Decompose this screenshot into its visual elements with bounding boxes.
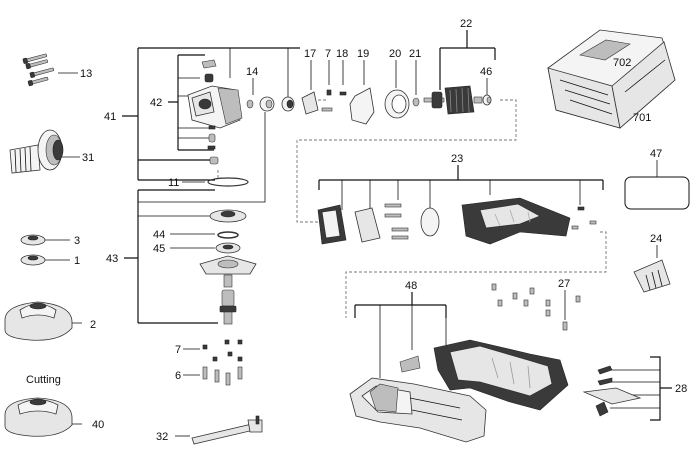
label-3: 3: [74, 235, 80, 247]
armature-22: [423, 85, 492, 115]
guard-2: [4, 301, 73, 341]
label-20: 20: [389, 48, 401, 60]
side-handle-31: [9, 129, 64, 174]
label-40: 40: [92, 419, 104, 431]
label-43: 43: [106, 253, 118, 265]
nameplate-47: [624, 176, 690, 210]
label-17: 17: [304, 48, 316, 60]
label-28: 28: [675, 383, 687, 395]
label-701: 701: [633, 112, 651, 124]
fan-baffle-19: [349, 87, 375, 125]
label-42: 42: [150, 97, 162, 109]
leader-lines: [45, 30, 672, 437]
label-18: 18: [336, 48, 348, 60]
label-45: 45: [153, 243, 165, 255]
label-27: 27: [558, 278, 570, 290]
label-32: 32: [156, 431, 168, 443]
switch-parts-28: [582, 365, 642, 417]
label-47: 47: [650, 148, 662, 160]
label-46: 46: [480, 66, 492, 78]
carry-case-701: [547, 29, 676, 129]
screws-13: [22, 53, 55, 87]
pins-and-screws-7-6: [202, 339, 243, 386]
label-24: 24: [650, 233, 662, 245]
label-1: 1: [74, 255, 80, 267]
label-13: 13: [80, 68, 92, 80]
bearing-14: [246, 96, 295, 112]
ring-20: [384, 89, 410, 119]
gear-assembly-43: [199, 209, 257, 325]
label-7-top: 7: [325, 48, 331, 60]
washer-21: [412, 97, 420, 107]
housing-group-23: [317, 197, 597, 245]
label-22: 22: [460, 18, 472, 30]
label-23: 23: [451, 153, 463, 165]
screws-27: [491, 283, 581, 331]
locking-nut-1: [20, 254, 46, 266]
label-21: 21: [409, 48, 421, 60]
label-41: 41: [104, 111, 116, 123]
label-31: 31: [82, 152, 94, 164]
label-6: 6: [175, 370, 181, 382]
label-2: 2: [90, 319, 96, 331]
label-48: 48: [405, 280, 417, 292]
cutting-guard-40: [4, 397, 73, 437]
flange-3: [20, 234, 46, 246]
o-ring-11: [207, 177, 249, 187]
callout-labels: 13 31 41 42 14 17 7 18 19 20 21 22 46 70…: [26, 18, 687, 443]
cutting-label: Cutting: [26, 374, 61, 386]
gear-head-group-42: [187, 59, 243, 165]
label-19: 19: [357, 48, 369, 60]
spanner-32: [191, 415, 263, 445]
battery-latch-24: [633, 259, 671, 293]
label-44: 44: [153, 229, 165, 241]
bracket-17-and-pins: [301, 89, 347, 115]
label-14: 14: [246, 66, 258, 78]
motor-housing-48: [349, 339, 569, 443]
label-7-bottom: 7: [175, 344, 181, 356]
label-702: 702: [613, 57, 631, 69]
label-11: 11: [168, 177, 179, 189]
